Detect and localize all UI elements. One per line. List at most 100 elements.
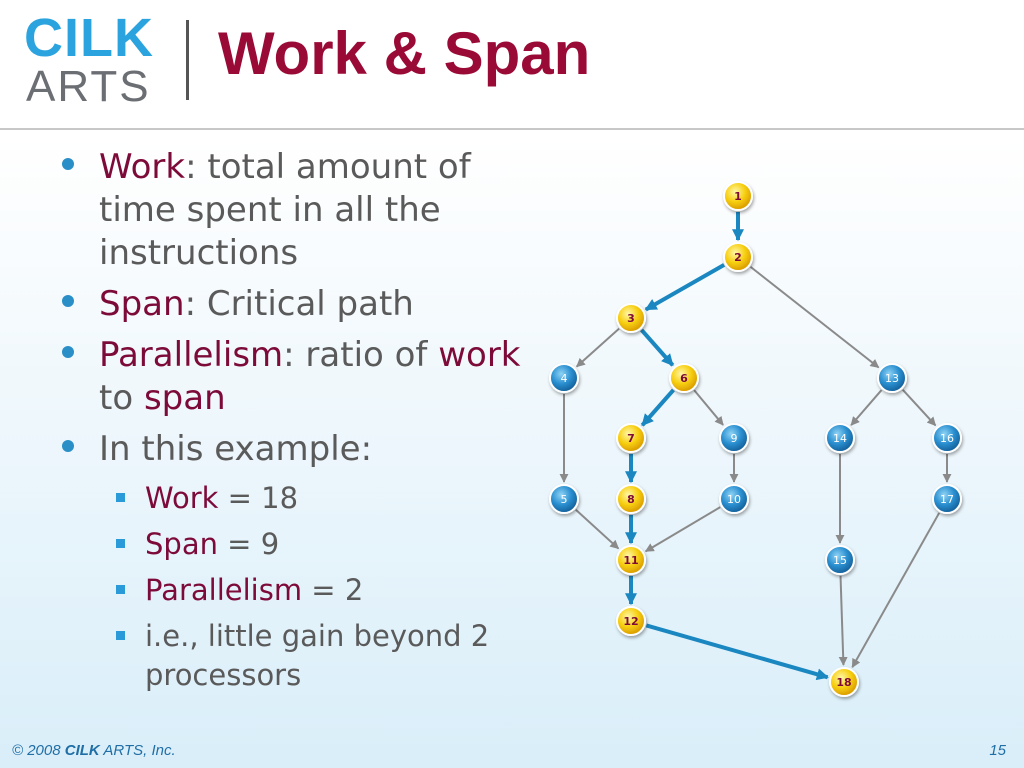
dag-node-label: 18 xyxy=(836,676,851,689)
bullet-text: : ratio of xyxy=(283,335,439,375)
sub-bullet-square-icon xyxy=(116,585,125,594)
dag-node-circle xyxy=(616,423,646,453)
dag-node-label: 13 xyxy=(885,372,899,385)
dag-node-circle xyxy=(616,484,646,514)
sub-bullet-square-icon xyxy=(116,493,125,502)
slide-title: Work & Span xyxy=(218,20,591,87)
dag-node-13: 13 xyxy=(877,363,907,393)
dag-node-17: 17 xyxy=(932,484,962,514)
dag-node-circle xyxy=(877,363,907,393)
sub-bullet-term: Span xyxy=(145,527,218,561)
footer-brand: CILK xyxy=(64,742,100,759)
header-rule xyxy=(0,128,1024,130)
dag-node-circle xyxy=(669,363,699,393)
dag-node-label: 4 xyxy=(561,372,568,385)
dag-node-circle xyxy=(616,545,646,575)
bullet-text: : total amount of time spent in all the … xyxy=(99,147,471,273)
cilk-arts-logo: CILK ARTS xyxy=(24,10,166,110)
dag-node-11: 11 xyxy=(616,545,646,575)
bullet-dot-icon xyxy=(62,346,74,358)
dag-node-7: 7 xyxy=(616,423,646,453)
dag-node-circle xyxy=(825,423,855,453)
sub-bullet-parallelism: Parallelism = 2 xyxy=(62,571,552,610)
dag-node-9: 9 xyxy=(719,423,749,453)
dag-edge-3-4 xyxy=(575,327,620,368)
bullet-term-span: span xyxy=(143,378,226,418)
bullet-parallelism: Parallelism: ratio of work to span xyxy=(62,334,552,420)
logo-arts-text: ARTS xyxy=(26,62,151,111)
dag-node-1: 1 xyxy=(723,181,753,211)
bullet-work: Work: total amount of time spent in all … xyxy=(62,146,552,275)
bullet-span: Span: Critical path xyxy=(62,283,552,326)
sub-bullet-term: Parallelism xyxy=(145,573,303,607)
dag-node-circle xyxy=(549,363,579,393)
dag-node-circle xyxy=(932,484,962,514)
dag-node-label: 3 xyxy=(627,312,635,325)
dag-node-label: 16 xyxy=(940,432,954,445)
dag-node-16: 16 xyxy=(932,423,962,453)
dag-node-12: 12 xyxy=(616,606,646,636)
dag-edge-17-18 xyxy=(851,512,941,668)
dag-edge-5-11 xyxy=(575,509,620,550)
dag-node-circle xyxy=(616,606,646,636)
dag-edge-13-16 xyxy=(902,389,937,427)
bullet-term-work: work xyxy=(438,335,521,375)
dag-node-5: 5 xyxy=(549,484,579,514)
dag-node-label: 5 xyxy=(561,493,568,506)
sub-bullet-text: = 2 xyxy=(302,573,364,607)
dag-node-circle xyxy=(549,484,579,514)
dag-node-label: 14 xyxy=(833,432,847,445)
dag-edge-15-18 xyxy=(838,575,848,666)
sub-bullet-span: Span = 9 xyxy=(62,525,552,564)
dag-node-label: 9 xyxy=(731,432,738,445)
dag-edge-6-9 xyxy=(693,389,724,426)
dag-node-label: 15 xyxy=(833,554,847,567)
sub-bullet-text: i.e., little gain beyond 2 processors xyxy=(145,619,490,692)
dag-edge-13-14 xyxy=(850,389,883,426)
dag-node-14: 14 xyxy=(825,423,855,453)
page-number: 15 xyxy=(989,742,1006,759)
footer-copyright: © 2008 CILK ARTS, Inc. xyxy=(12,742,176,759)
header: CILK ARTS Work & Span xyxy=(0,0,1024,128)
logo-cilk-text: CILK xyxy=(24,8,154,68)
dag-node-label: 1 xyxy=(734,190,742,203)
dag-edge-10-11 xyxy=(644,506,721,553)
copyright-suffix: ARTS, Inc. xyxy=(99,742,176,759)
bullet-text: : Critical path xyxy=(184,284,414,324)
bullet-example: In this example: xyxy=(62,428,552,471)
bullet-list: Work : total amount of time spent in all … xyxy=(62,146,552,702)
dag-node-2: 2 xyxy=(723,242,753,272)
dag-node-circle xyxy=(616,303,646,333)
dag-edge-3-6 xyxy=(640,328,675,367)
dag-node-4: 4 xyxy=(549,363,579,393)
copyright-prefix: © 2008 xyxy=(12,742,65,759)
dag-node-label: 10 xyxy=(727,493,741,506)
dag-edge-6-7 xyxy=(640,388,675,427)
dag-node-label: 6 xyxy=(680,372,688,385)
dag-edge-2-13 xyxy=(749,266,880,369)
bullet-dot-icon xyxy=(62,440,74,452)
dag-node-label: 2 xyxy=(734,251,742,264)
bullet-text: to xyxy=(99,378,144,418)
sub-bullet-term: Work xyxy=(145,481,219,515)
dag-node-circle xyxy=(723,242,753,272)
dag-node-label: 17 xyxy=(940,493,954,506)
dag-edges xyxy=(559,212,952,681)
dag-node-10: 10 xyxy=(719,484,749,514)
dag-node-label: 12 xyxy=(623,615,638,628)
bullet-dot-icon xyxy=(62,158,74,170)
dag-node-3: 3 xyxy=(616,303,646,333)
bullet-term: Span xyxy=(99,284,185,324)
dag-node-label: 7 xyxy=(627,432,635,445)
sub-bullet-gain: i.e., little gain beyond 2 processors xyxy=(62,617,552,695)
sub-bullet-square-icon xyxy=(116,631,125,640)
dag-node-circle xyxy=(719,484,749,514)
dag-edge-12-18 xyxy=(645,623,829,681)
dag-edge-2-3 xyxy=(644,263,726,312)
sub-bullet-square-icon xyxy=(116,539,125,548)
dag-node-18: 18 xyxy=(829,667,859,697)
dag-node-circle xyxy=(829,667,859,697)
bullet-term: Parallelism xyxy=(99,335,284,375)
